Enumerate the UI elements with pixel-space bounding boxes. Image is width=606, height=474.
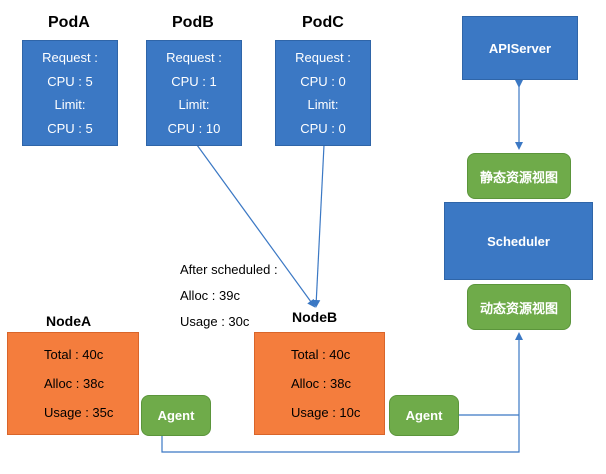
nodeb-alloc: Alloc : 38c [291,376,351,391]
podc-box[interactable]: Request : CPU : 0 Limit: CPU : 0 [275,40,371,146]
scheduler-box[interactable]: Scheduler [444,202,593,280]
nodea-box[interactable]: Total : 40c Alloc : 38c Usage : 35c [7,332,139,435]
nodeb-usage: Usage : 10c [291,405,361,420]
nodeb-total: Total : 40c [291,347,351,362]
podb-box[interactable]: Request : CPU : 1 Limit: CPU : 10 [146,40,242,146]
podb-request-label: Request : [166,49,222,65]
static-resource-view[interactable]: 静态资源视图 [467,153,571,199]
poda-request-label: Request : [42,49,98,65]
dynamic-resource-view[interactable]: 动态资源视图 [467,284,571,330]
nodea-usage: Usage : 35c [44,405,114,420]
podc-to-nodeb-arrow [312,144,325,308]
podc-request-label: Request : [295,49,351,65]
poda-limit-cpu: CPU : 5 [47,121,93,137]
poda-limit-label: Limit: [54,97,86,113]
podc-limit-cpu: CPU : 0 [300,121,346,137]
podc-title: PodC [302,14,344,31]
poda-box[interactable]: Request : CPU : 5 Limit: CPU : 5 [22,40,118,146]
after-scheduled-usage: Usage : 30c [180,314,250,329]
nodeb-box[interactable]: Total : 40c Alloc : 38c Usage : 10c [254,332,385,435]
nodea-title: NodeA [46,313,92,329]
after-scheduled-alloc: Alloc : 39c [180,288,240,303]
nodeb-title: NodeB [292,309,338,325]
podc-request-cpu: CPU : 0 [300,73,346,89]
apiserver-box[interactable]: APIServer [462,16,578,80]
podc-limit-label: Limit: [307,97,339,113]
agent-b-box[interactable]: Agent [389,395,459,436]
podb-limit-label: Limit: [178,97,210,113]
after-scheduled-note: After scheduled : Alloc : 39c Usage : 30… [180,257,278,335]
after-scheduled-label: After scheduled : [180,262,278,277]
podb-limit-cpu: CPU : 10 [167,121,221,137]
podb-request-cpu: CPU : 1 [171,73,217,89]
nodea-alloc: Alloc : 38c [44,376,104,391]
agent-a-box[interactable]: Agent [141,395,211,436]
nodea-total: Total : 40c [44,347,104,362]
agenta-to-dynamic-line [161,332,523,453]
poda-title: PodA [48,14,90,31]
podb-title: PodB [172,14,214,31]
podb-to-nodeb-arrow [196,144,316,308]
poda-request-cpu: CPU : 5 [47,73,93,89]
